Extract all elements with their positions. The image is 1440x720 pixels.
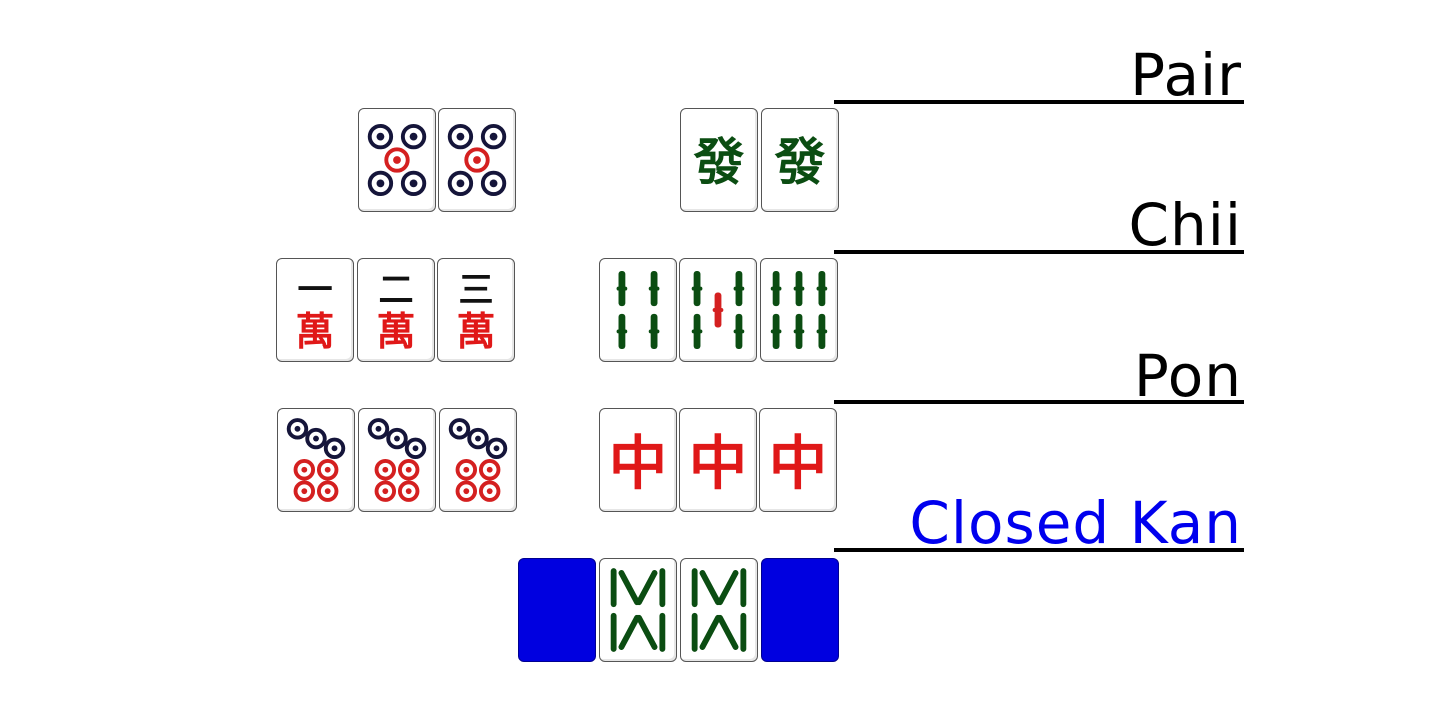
tile-red-dragon[interactable]: 中 <box>759 408 837 512</box>
tile-red-dragon[interactable]: 中 <box>599 408 677 512</box>
circle-marks <box>367 123 427 197</box>
circle-marks <box>447 123 507 197</box>
rule-closed-kan <box>834 548 1244 552</box>
number-glyph: 二 <box>378 270 413 311</box>
tile-2-characters[interactable]: 二 萬 <box>357 258 435 362</box>
tile-1-characters[interactable]: 一 萬 <box>276 258 354 362</box>
wan-glyph: 萬 <box>296 310 335 355</box>
circle-marks <box>448 418 508 502</box>
tile-back[interactable] <box>518 558 596 662</box>
wan-glyph: 萬 <box>457 310 496 355</box>
tile-5-circles[interactable] <box>358 108 436 212</box>
rule-pair <box>834 100 1244 104</box>
red-dragon-glyph: 中 <box>689 429 747 497</box>
tile-red-dragon[interactable]: 中 <box>679 408 757 512</box>
bamboo-sticks <box>691 271 745 349</box>
tile-6-bamboo[interactable] <box>760 258 838 362</box>
red-dragon-glyph: 中 <box>769 429 827 497</box>
tile-7-circles[interactable] <box>439 408 517 512</box>
bamboo-sticks <box>770 271 828 349</box>
circle-marks <box>286 418 346 502</box>
number-glyph: 一 <box>297 270 332 311</box>
tile-7-circles[interactable] <box>277 408 355 512</box>
circle-marks <box>367 418 427 502</box>
rule-chii <box>834 250 1244 254</box>
tile-4-bamboo[interactable] <box>599 258 677 362</box>
rule-pon <box>834 400 1244 404</box>
green-dragon-glyph: 發 <box>774 132 826 191</box>
tile-8-bamboo[interactable] <box>680 558 758 662</box>
label-pair: Pair <box>1130 41 1242 109</box>
bamboo-sticks <box>616 271 660 349</box>
tile-5-circles[interactable] <box>438 108 516 212</box>
tile-green-dragon[interactable]: 發 <box>761 108 839 212</box>
tile-8-bamboo[interactable] <box>599 558 677 662</box>
bamboo-sticks <box>610 568 666 652</box>
label-chii: Chii <box>1128 191 1242 259</box>
bamboo-sticks <box>691 568 747 652</box>
wan-glyph: 萬 <box>377 310 416 355</box>
label-pon: Pon <box>1133 342 1242 410</box>
tile-green-dragon[interactable]: 發 <box>680 108 758 212</box>
tile-7-circles[interactable] <box>358 408 436 512</box>
tile-back[interactable] <box>761 558 839 662</box>
red-dragon-glyph: 中 <box>609 429 667 497</box>
number-glyph: 三 <box>458 270 493 311</box>
label-closed-kan: Closed Kan <box>909 489 1242 557</box>
green-dragon-glyph: 發 <box>693 132 745 191</box>
tile-3-characters[interactable]: 三 萬 <box>437 258 515 362</box>
tile-5-bamboo[interactable] <box>679 258 757 362</box>
